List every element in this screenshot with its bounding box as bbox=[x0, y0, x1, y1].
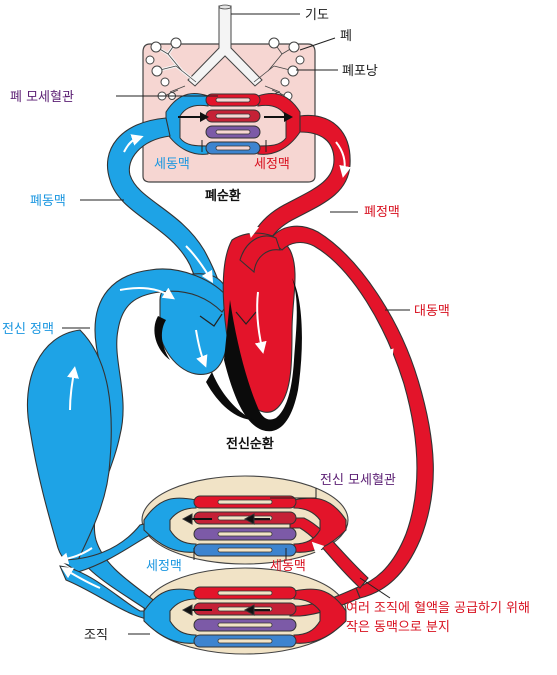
label-branch-note-line1: 여러 조직에 혈액을 공급하기 위해 bbox=[346, 601, 530, 616]
label-tissue: 조직 bbox=[84, 628, 108, 643]
label-pulmonary-capillaries: 폐 모세혈관 bbox=[10, 90, 74, 105]
label-aorta: 대동맥 bbox=[414, 304, 450, 319]
oxygenated-vessels bbox=[222, 114, 434, 644]
systemic-capillary-bed-bottom bbox=[181, 586, 297, 648]
heart bbox=[154, 278, 302, 432]
label-systemic-capillaries: 전신 모세혈관 bbox=[320, 473, 396, 488]
label-venule-bottom: 세정맥 bbox=[146, 559, 182, 574]
label-arteriole-top: 세정맥 bbox=[254, 157, 290, 172]
leader-lines bbox=[62, 13, 410, 635]
trachea bbox=[187, 4, 263, 87]
label-systemic-vein: 전신 정맥 bbox=[2, 322, 54, 337]
label-branch-note-line2: 작은 동맥으로 분지 bbox=[346, 620, 450, 635]
flow-arrows bbox=[56, 134, 410, 589]
pulmonary-capillary-bed bbox=[165, 93, 301, 155]
label-pulmonary-circulation: 폐순환 bbox=[205, 188, 241, 204]
deoxygenated-vessels bbox=[26, 117, 232, 644]
label-pulmonary-artery: 폐동맥 bbox=[30, 194, 66, 209]
label-alveoli: 폐포낭 bbox=[342, 64, 378, 79]
labels: 기도 폐 폐포낭 폐 모세혈관 세동맥 세정맥 폐순환 폐동맥 폐정맥 대동맥 … bbox=[2, 8, 530, 643]
systemic-capillary-bed-top bbox=[181, 495, 297, 557]
label-lung: 폐 bbox=[340, 29, 352, 44]
alveoli bbox=[145, 37, 305, 101]
label-pulmonary-vein: 폐정맥 bbox=[364, 205, 400, 220]
label-trachea: 기도 bbox=[305, 8, 329, 23]
label-venule-top: 세동맥 bbox=[154, 157, 190, 172]
label-systemic-circulation: 전신순환 bbox=[226, 436, 274, 452]
label-arteriole-bottom: 세동맥 bbox=[270, 559, 306, 574]
